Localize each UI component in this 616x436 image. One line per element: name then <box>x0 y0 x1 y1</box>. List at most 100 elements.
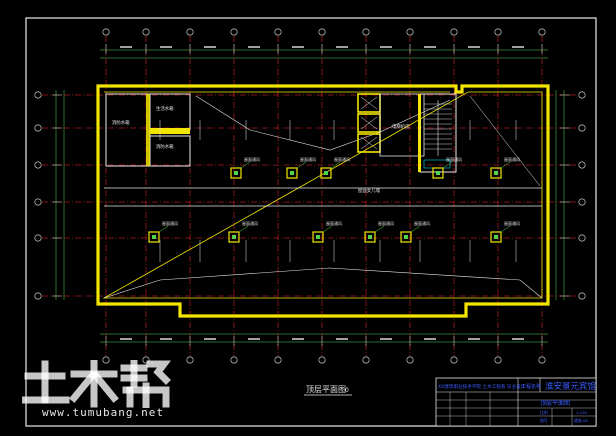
dim-text <box>120 46 132 48</box>
axis-bubble-bottom <box>274 356 282 364</box>
roof-vent <box>312 231 324 243</box>
axis-bubble-top <box>450 28 458 36</box>
axis-bubble-top <box>102 28 110 36</box>
axis-bubble-left <box>34 161 42 169</box>
axis-bubble-left <box>34 292 42 300</box>
axis-bubble-bottom <box>362 356 370 364</box>
tank-room-wall <box>150 128 190 134</box>
axis-bubble-bottom <box>142 356 150 364</box>
axis-bubble-right <box>578 161 586 169</box>
dim-text <box>512 46 524 48</box>
axis-bubble-top <box>538 28 546 36</box>
dim-text <box>248 338 260 340</box>
roof-vent-core <box>152 235 156 239</box>
axis-bubble-left <box>34 124 42 132</box>
axis-bubble-right <box>578 198 586 206</box>
walls <box>96 84 550 318</box>
roof-vent <box>228 231 240 243</box>
dim-text <box>424 338 436 340</box>
vent-leader <box>158 225 169 233</box>
title-block-scale-label: 比例 <box>540 410 548 415</box>
vent-label: 屋面通风 <box>162 220 178 226</box>
roof-vent-core <box>368 235 372 239</box>
axis-bubble-top <box>318 28 326 36</box>
roof-vent-core <box>436 171 440 175</box>
title-block: XX建筑职业技术学院 土木工程系 毕业设计 工程名称 淮安景元宾馆 顶层平面图 … <box>435 377 597 427</box>
roof-vent <box>490 167 502 179</box>
dim-text <box>120 338 132 340</box>
title-block-school: XX建筑职业技术学院 土木工程系 毕业设计 <box>438 383 526 390</box>
room-label-tank-2: 生活水箱 <box>156 105 174 112</box>
dim-text <box>468 338 480 340</box>
axis-bubble-top <box>142 28 150 36</box>
vent-label: 屋面通风 <box>504 220 520 226</box>
axis-bubble-right <box>578 292 586 300</box>
vent-label: 屋面通风 <box>378 220 394 226</box>
axis-bubble-top <box>362 28 370 36</box>
vent-label: 屋面通风 <box>334 156 350 162</box>
roof-vents: 屋面通风屋面通风屋面通风屋面通风屋面通风屋面通风屋面通风屋面通风屋面通风屋面通风… <box>148 120 520 262</box>
dim-text <box>160 338 172 340</box>
axis-bubble-top <box>494 28 502 36</box>
dim-text <box>336 46 348 48</box>
roof-vent-core <box>290 171 294 175</box>
title-block-project-name: 淮安景元宾馆 <box>545 381 596 392</box>
vent-label: 屋面通风 <box>446 156 462 162</box>
room-label-tank-1: 消防水箱 <box>112 119 130 126</box>
axis-bubble-top <box>230 28 238 36</box>
roof-slope-line <box>103 267 543 299</box>
roof-vent-core <box>494 171 498 175</box>
axis-bubble-left <box>34 198 42 206</box>
roof-vent-core <box>232 235 236 239</box>
vent-leader <box>296 161 307 169</box>
axis-bubble-bottom <box>494 356 502 364</box>
axis-bubble-bottom <box>102 356 110 364</box>
title-block-sheet-value: 建施-06 <box>574 418 588 423</box>
vent-leader <box>500 161 511 169</box>
dim-text <box>292 338 304 340</box>
room-label-elevator-machine: 电梯机房 <box>392 123 410 130</box>
vent-label: 屋面通风 <box>504 156 520 162</box>
tumubang-logo <box>22 360 171 408</box>
room-label-tank-3: 消防水箱 <box>156 143 174 150</box>
roof-vent-core <box>316 235 320 239</box>
axis-bubble-right <box>578 91 586 99</box>
vent-leader <box>410 225 421 233</box>
roof-vent <box>320 167 332 179</box>
center-label: 屋面女儿墙 <box>358 187 381 194</box>
dim-text <box>424 46 436 48</box>
dim-text <box>204 46 216 48</box>
dim-text <box>160 46 172 48</box>
vent-label: 屋面通风 <box>242 220 258 226</box>
title-block-drawing-name: 顶层平面图 <box>540 400 570 407</box>
roof-vent <box>286 167 298 179</box>
dim-text <box>380 338 392 340</box>
drawing-title: 顶层平面图 <box>306 385 346 394</box>
dim-text <box>292 46 304 48</box>
axis-bubble-bottom <box>318 356 326 364</box>
stair-wall <box>418 94 421 172</box>
dim-text <box>512 338 524 340</box>
roof-vent-core <box>324 171 328 175</box>
dim-text <box>204 338 216 340</box>
vent-label: 屋面通风 <box>300 156 316 162</box>
title-block-scale-value: 1:100 <box>576 410 588 415</box>
vent-leader <box>500 225 511 233</box>
roof-slope-line <box>469 95 541 187</box>
elevator-cross <box>360 136 378 150</box>
exterior-wall-outline <box>96 84 550 318</box>
axis-bubble-right <box>578 234 586 242</box>
dim-text <box>468 46 480 48</box>
axis-bubble-bottom <box>538 356 546 364</box>
vent-label: 屋面通风 <box>326 220 342 226</box>
axis-bubble-bottom <box>450 356 458 364</box>
axis-bubble-top <box>406 28 414 36</box>
axis-bubble-left <box>34 91 42 99</box>
roof-vent <box>230 167 242 179</box>
roof-vent-core <box>234 171 238 175</box>
axis-bubble-bottom <box>406 356 414 364</box>
axis-bubble-right <box>578 124 586 132</box>
tank-room-wall <box>146 94 150 166</box>
